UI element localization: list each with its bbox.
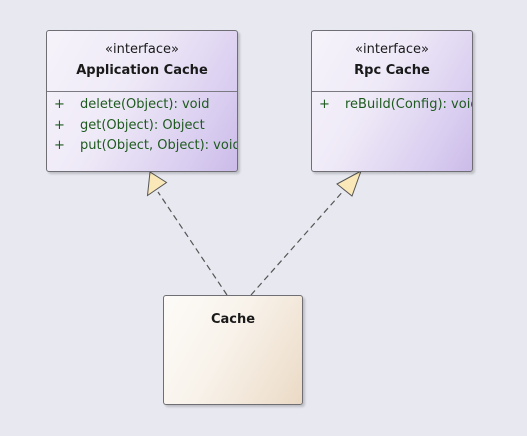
realization-edge-rpc-cache[interactable] [250, 188, 346, 296]
visibility-marker: + [54, 97, 65, 112]
compartment-divider [312, 91, 472, 92]
operation-put[interactable]: + put(Object, Object): void [47, 136, 237, 157]
class-header: Cache [164, 296, 302, 330]
class-cache[interactable]: Cache [163, 295, 303, 405]
visibility-marker: + [319, 97, 330, 112]
class-application-cache[interactable]: «interface» Application Cache + delete(O… [46, 30, 238, 172]
operation-delete[interactable]: + delete(Object): void [47, 95, 237, 116]
class-name: Cache [210, 312, 256, 327]
visibility-marker: + [54, 138, 65, 153]
realization-edge-application-cache[interactable] [157, 191, 228, 296]
stereotype-label: «interface» [355, 42, 429, 57]
visibility-marker: + [54, 117, 65, 133]
class-rpc-cache[interactable]: «interface» Rpc Cache + reBuild(Config):… [311, 30, 473, 172]
operation-signature: delete(Object): void [80, 97, 210, 112]
operation-rebuild[interactable]: + reBuild(Config): void [312, 95, 472, 116]
operation-signature: reBuild(Config): void [345, 97, 473, 112]
operations-compartment: + reBuild(Config): void [312, 92, 472, 116]
compartment-divider [47, 91, 237, 92]
realization-arrowhead-rpc-cache [336, 169, 362, 197]
class-header: «interface» Application Cache [47, 31, 237, 91]
operation-get[interactable]: + get(Object): Object [47, 116, 237, 137]
operation-signature: put(Object, Object): void [80, 138, 238, 153]
class-header: «interface» Rpc Cache [312, 31, 472, 91]
operations-compartment: + delete(Object): void + get(Object): Ob… [47, 92, 237, 157]
class-name: Application Cache [76, 63, 208, 78]
operation-signature: get(Object): Object [80, 117, 205, 133]
stereotype-label: «interface» [105, 42, 179, 57]
class-name: Rpc Cache [354, 63, 430, 78]
realization-arrowhead-application-cache [146, 171, 168, 197]
